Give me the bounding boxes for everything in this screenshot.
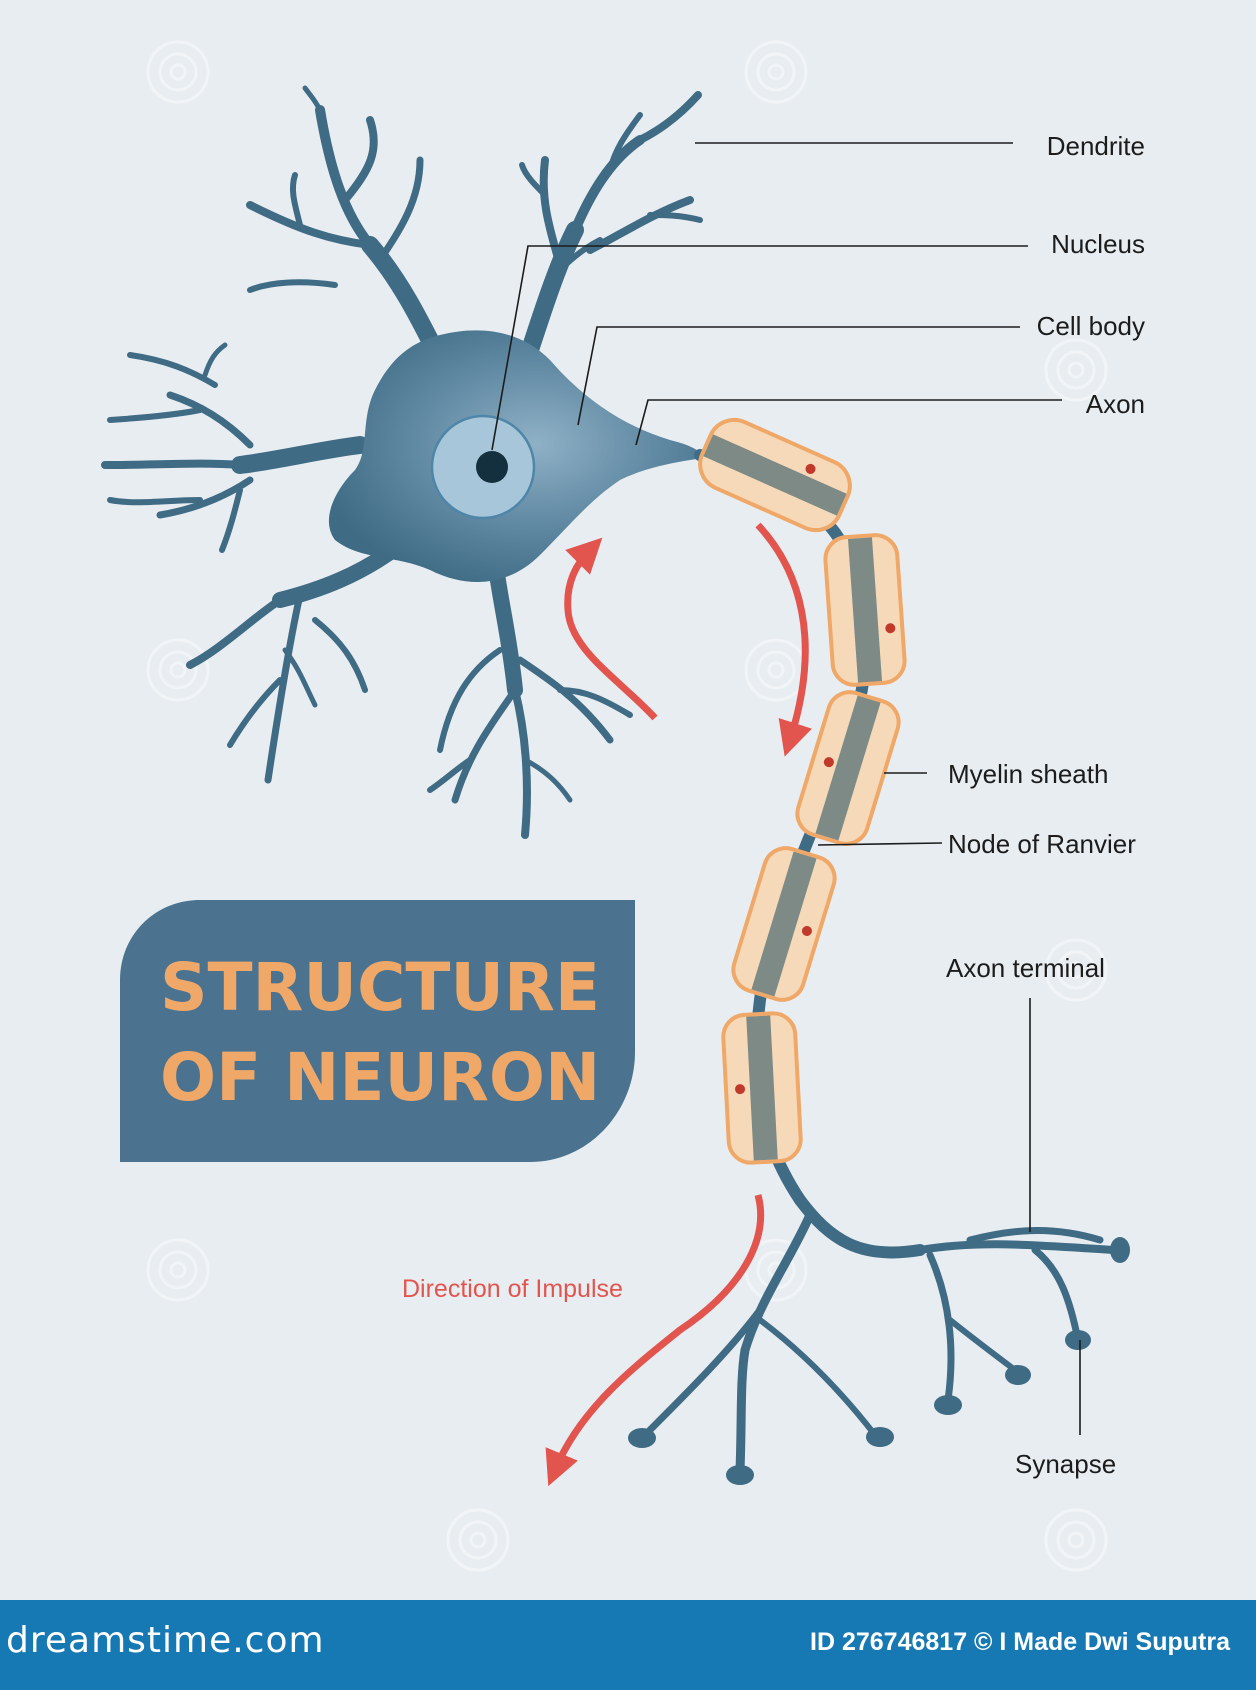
impulse-arrow-axon [755,522,812,757]
label-nucleus: Nucleus [1051,229,1145,259]
impulse-arrows [545,522,812,1487]
title-line-1: STRUCTURE [160,949,600,1026]
watermark-icon [1044,1508,1108,1572]
footer-credit: ID 276746817 © I Made Dwi Suputra [810,1628,1230,1656]
watermark-icon [146,1238,210,1302]
myelin-segment [823,533,907,687]
footer-bar: dreamstime.com ID 276746817 © I Made Dwi… [0,1600,1256,1690]
myelin-segment [795,690,901,846]
impulse-arrow-terminal [545,1194,765,1487]
title-box [120,900,635,1162]
myelin-sheath [698,417,907,1165]
watermark-icon [146,40,210,104]
label-axon-terminal: Axon terminal [946,953,1105,983]
watermark-icons [146,40,1108,1572]
myelin-segment [721,1011,803,1165]
watermark-icon [744,638,808,702]
watermark-icon [446,1508,510,1572]
nucleus-core [476,451,508,483]
axon-terminals [628,1194,1130,1485]
synapse-knobs [628,1237,1130,1485]
label-myelin-sheath: Myelin sheath [948,759,1108,789]
label-dendrite: Dendrite [1047,131,1145,161]
myelin-segment [698,417,852,533]
label-axon: Axon [1086,389,1145,419]
watermark-icon [744,40,808,104]
neuron-diagram: STRUCTURE OF NEURON Dendrite Nucleus Cel… [101,40,1145,1572]
watermark-icon [1044,938,1108,1002]
label-cell-body: Cell body [1037,311,1145,341]
label-direction-of-impulse: Direction of Impulse [402,1275,623,1303]
footer-logo[interactable]: dreamstime.com [6,1620,325,1661]
title-line-2: OF NEURON [160,1039,600,1116]
watermark-icon [146,638,210,702]
label-synapse: Synapse [1015,1449,1116,1479]
leader-lines [491,142,1081,1435]
myelin-segment [731,846,837,1002]
impulse-arrow-dendrite [564,537,658,721]
watermark-icon [1044,338,1108,402]
label-node-of-ranvier: Node of Ranvier [948,829,1136,859]
